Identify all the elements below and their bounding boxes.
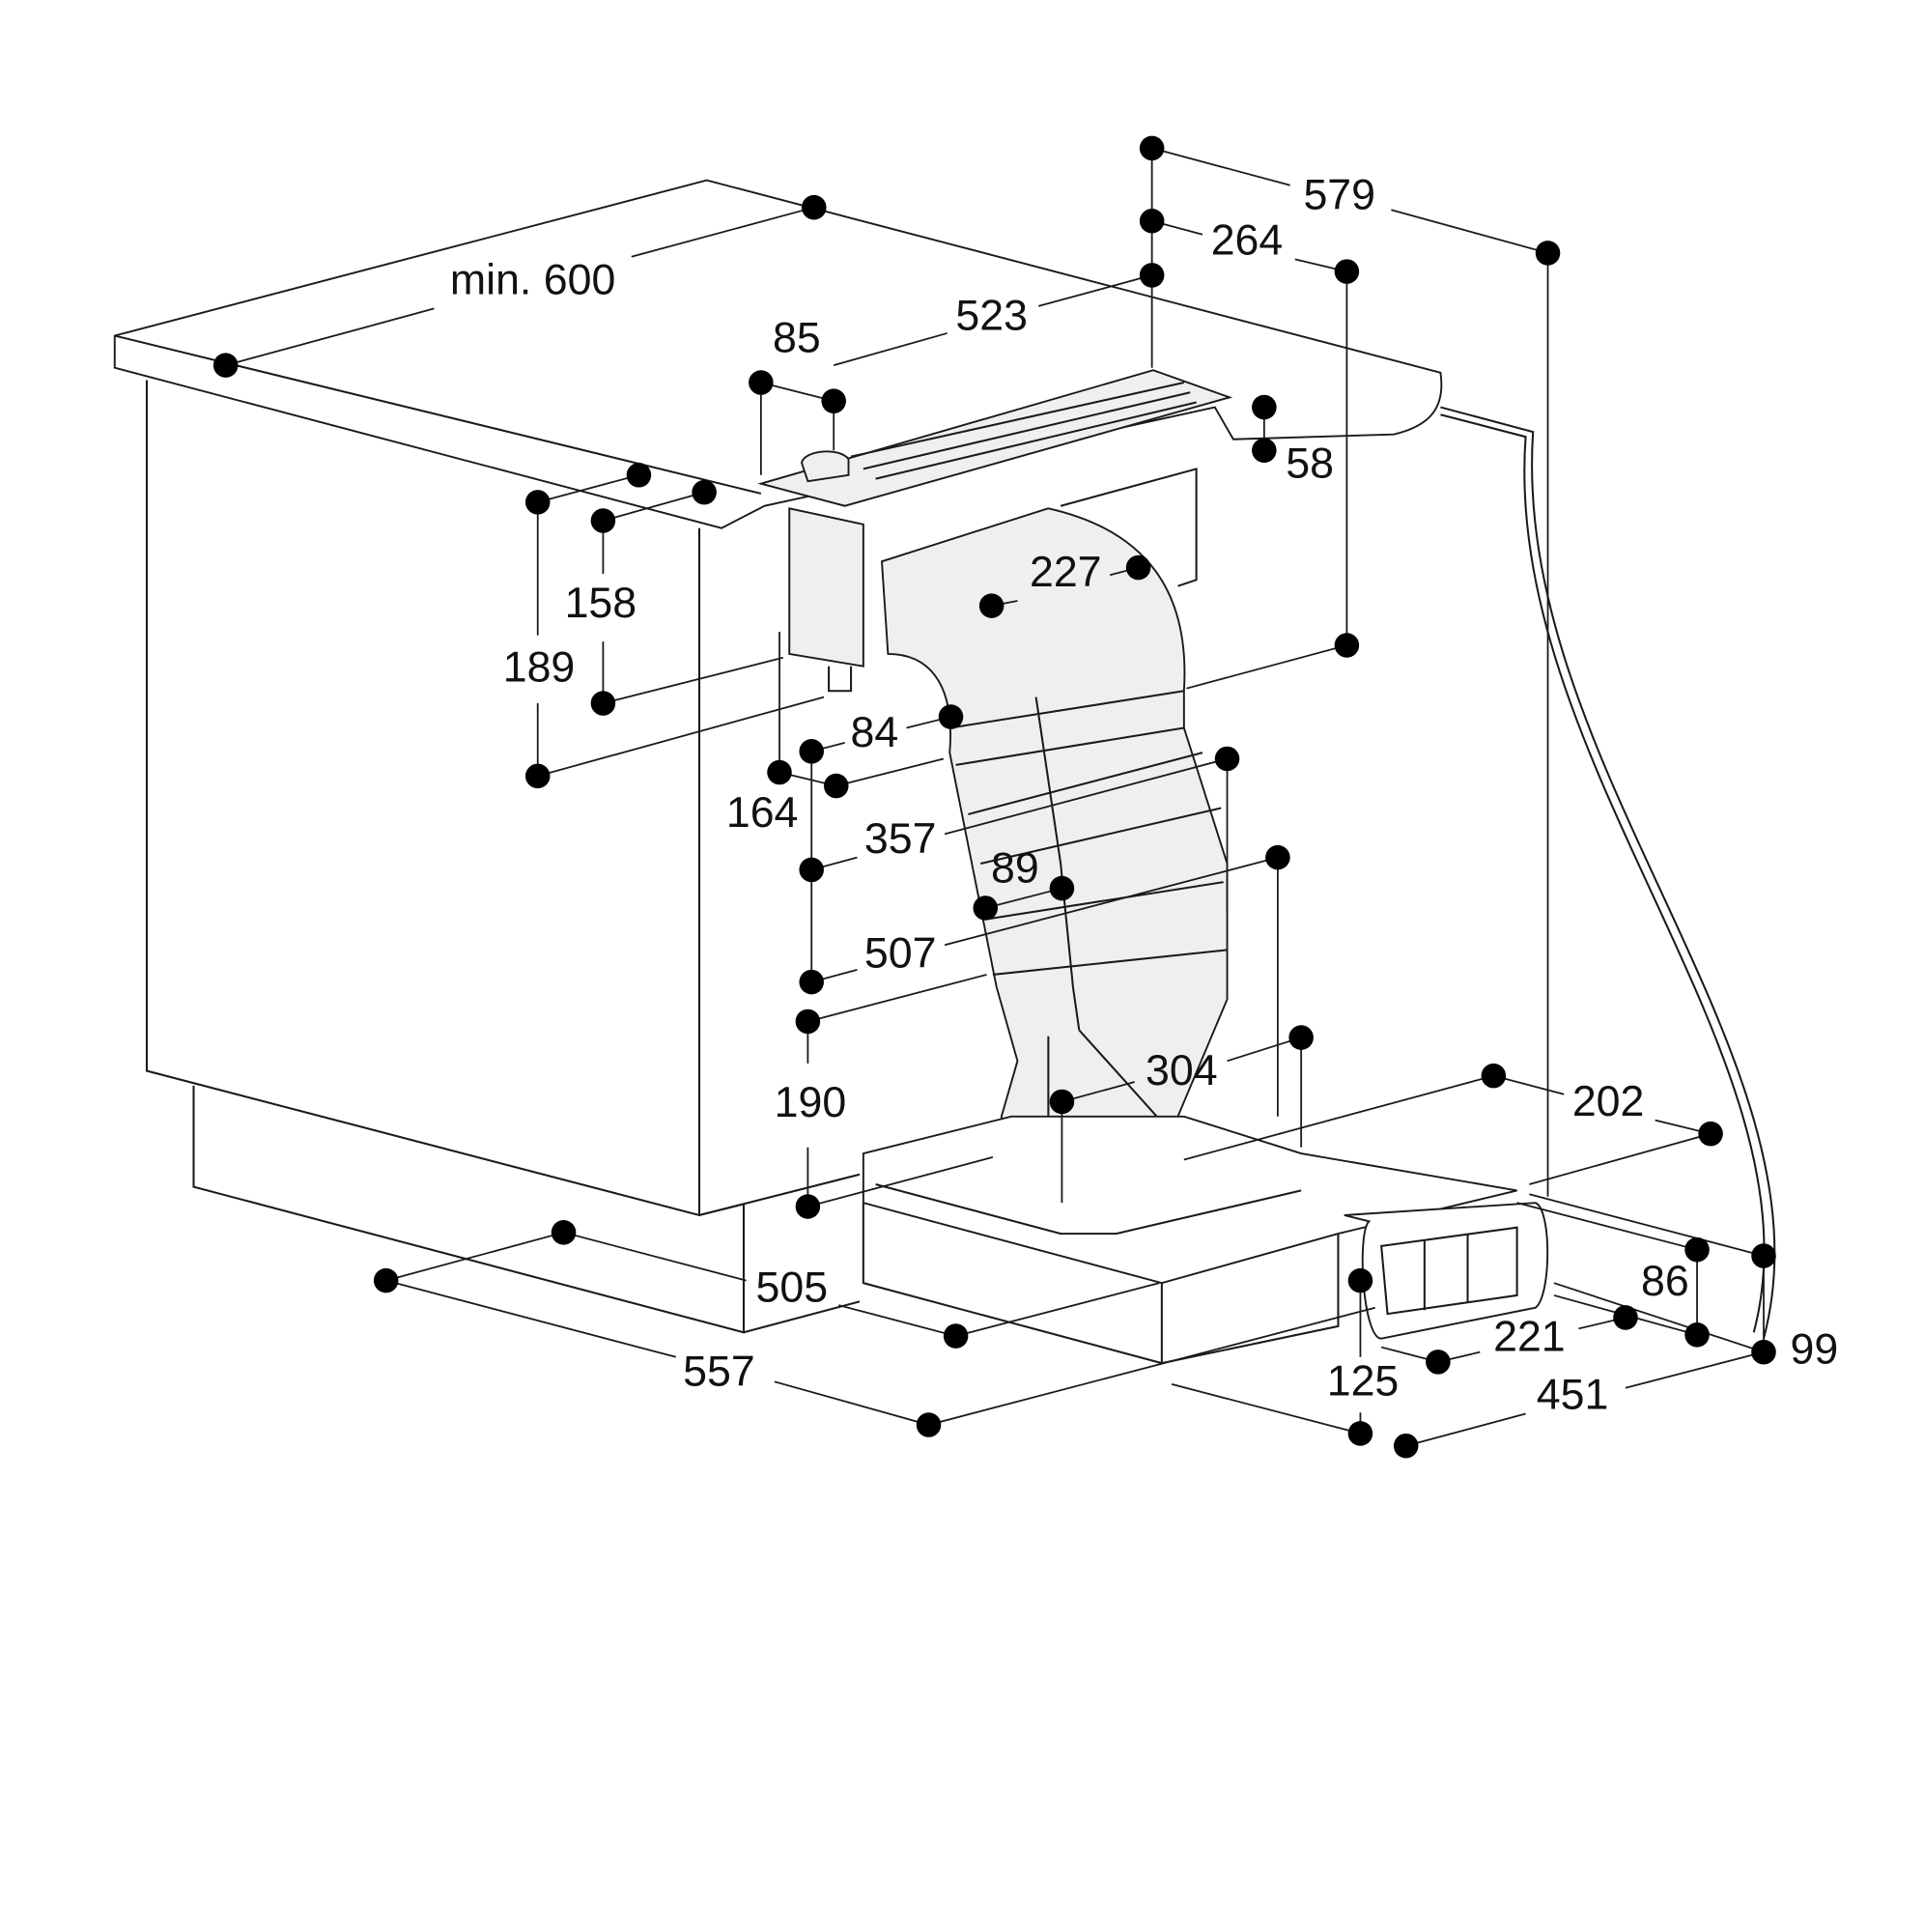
dim-86: 86	[1641, 1258, 1689, 1305]
downdraft-unit	[757, 369, 1233, 693]
dim-85: 85	[773, 314, 821, 361]
dim-min-600: min. 600	[450, 256, 615, 303]
dim-221: 221	[1493, 1314, 1566, 1361]
dim-557: 557	[683, 1348, 755, 1395]
power-cable	[1440, 406, 1776, 1339]
dim-189: 189	[503, 643, 576, 691]
dim-190: 190	[775, 1079, 847, 1126]
dim-125: 125	[1327, 1358, 1400, 1406]
dim-505: 505	[756, 1264, 829, 1312]
dim-99: 99	[1790, 1325, 1838, 1373]
dim-227: 227	[1030, 549, 1102, 596]
dim-357: 357	[864, 815, 937, 863]
dim-164: 164	[726, 789, 799, 837]
dim-507: 507	[864, 930, 937, 978]
dim-89: 89	[991, 844, 1039, 892]
fan-box	[862, 1115, 1549, 1365]
dim-304: 304	[1146, 1047, 1218, 1094]
dim-264: 264	[1211, 217, 1284, 265]
dimension-dots	[212, 135, 1776, 1459]
dim-579: 579	[1303, 171, 1375, 218]
dim-158: 158	[565, 580, 637, 627]
dim-523: 523	[955, 292, 1028, 339]
dim-58: 58	[1286, 440, 1334, 488]
dim-84: 84	[850, 709, 898, 756]
dim-202: 202	[1572, 1078, 1645, 1125]
dim-451: 451	[1537, 1372, 1609, 1419]
dimension-labels: 579 264 523 85 min. 600 58 227 158 189 8…	[450, 171, 1838, 1418]
